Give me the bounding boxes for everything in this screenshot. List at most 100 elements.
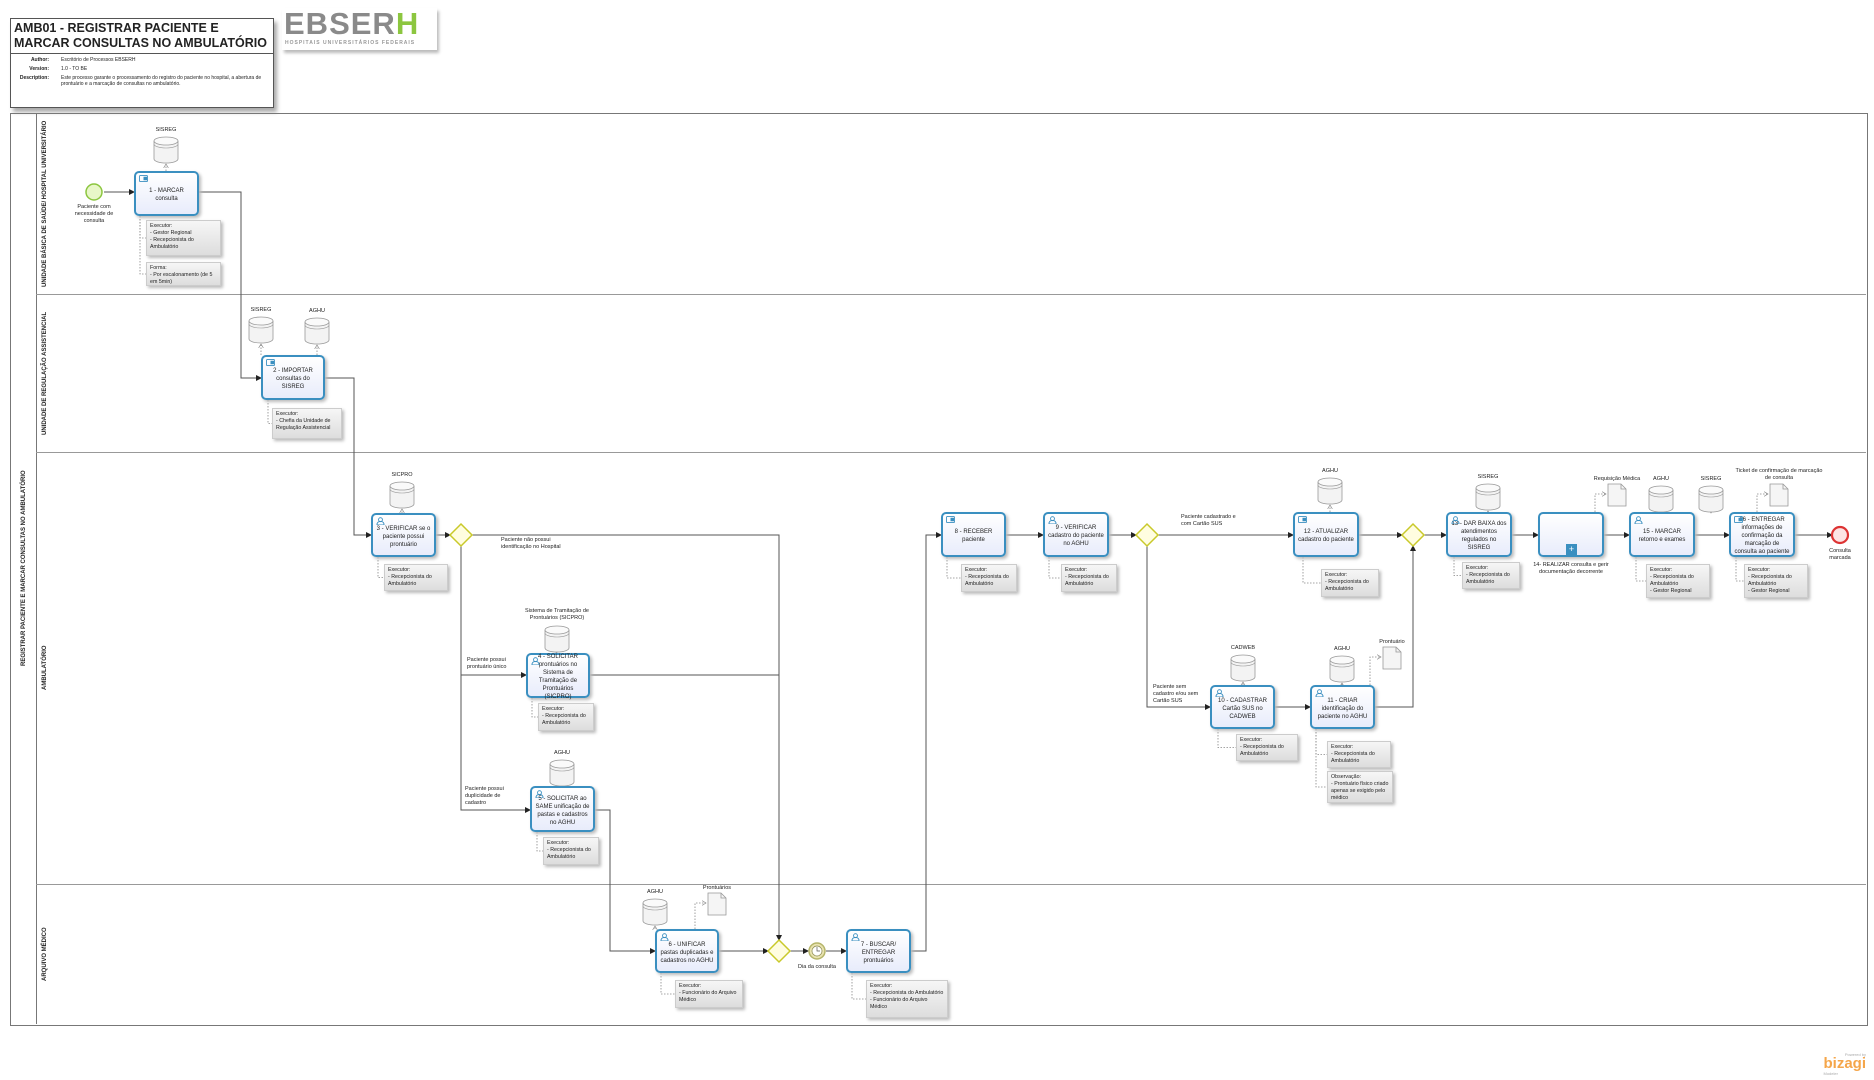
user-task-icon [660,933,669,942]
data-store-icon [1648,485,1674,513]
data-store-icon [1329,655,1355,683]
association [1735,557,1744,582]
service-task-icon [1734,516,1743,524]
user-task-icon [1634,516,1643,525]
task-16[interactable]: 16 - ENTREGAR informações de confirmação… [1729,512,1795,557]
text-annotation: Executor: - Recepcionista do Ambulatório… [866,980,948,1018]
text-annotation: Executor: - Recepcionista do Ambulatório [1236,734,1298,761]
subprocess-caption: 14- REALIZAR consulta e gerir documentaç… [1533,562,1609,575]
exclusive-gateway[interactable] [448,522,474,548]
description-value: Este processo garante o processamento do… [61,75,262,87]
flow-condition-label: Paciente cadastrado e com Cartão SUS [1181,514,1236,527]
text-annotation: Executor: - Recepcionista do Ambulatório [1061,564,1117,592]
data-store-icon [549,759,575,787]
artifact-label: SISREG [155,127,177,133]
task-3[interactable]: 3 - VERIFICAR se o paciente possui pront… [371,513,436,557]
end-event-label: Consulta marcada [1829,548,1851,561]
exclusive-gateway[interactable] [766,938,792,964]
lane-divider [36,884,1866,885]
association [946,557,961,579]
association [851,973,866,1000]
task-label: 4 - SOLICITAR prontuários no Sistema de … [538,654,578,700]
user-task-icon [1215,689,1224,698]
task-8[interactable]: 8 - RECEBER paciente [941,512,1006,557]
task-13[interactable]: 13 - DAR BAIXA dos atendimentos regulado… [1446,512,1512,557]
task-14[interactable]: + [1538,512,1604,557]
association [1594,494,1606,512]
service-task-icon [266,359,275,367]
text-annotation: Executor: - Funcionário do Arquivo Médic… [675,980,743,1008]
association [536,832,543,852]
text-annotation: Executor: - Recepcionista do Ambulatório [1327,741,1391,768]
author-label: Author: [30,57,49,63]
artifact-label: AGHU [1322,468,1338,474]
flow-condition-label: Paciente possui duplicidade de cadastro [465,786,504,806]
association [1635,557,1646,582]
flow [472,534,782,941]
task-label: 10 - CADASTRAR Cartão SUS no CADWEB [1217,697,1267,720]
start-event[interactable] [85,183,103,201]
user-task-icon [1048,516,1057,525]
logo-subtitle: HOSPITAIS UNIVERSITÁRIOS FEDERAIS [285,40,416,46]
task-11[interactable]: 11 - CRIAR identificação do paciente no … [1310,685,1375,729]
text-annotation: Executor: - Recepcionista do Ambulatório… [1744,564,1808,598]
task-label: 11 - CRIAR identificação do paciente no … [1317,697,1368,720]
lane-divider [36,452,1866,453]
task-2[interactable]: 2 - IMPORTAR consultas do SISREG [261,355,325,400]
description-label: Description: [19,75,49,81]
data-store-icon [642,898,668,926]
flow [325,377,372,538]
clock-hands-icon [816,947,820,952]
task-7[interactable]: 7 - BUSCAR/ ENTREGAR prontuários [846,929,911,973]
task-label: 15 - MARCAR retorno e exames [1638,529,1686,543]
association [660,973,675,995]
task-label: 6 - UNIFICAR pastas duplicadas e cadastr… [660,941,714,964]
flow [1375,545,1416,708]
exclusive-gateway[interactable] [1134,522,1160,548]
text-annotation: Executor: - Recepcionista do Ambulatório [384,564,448,591]
task-12[interactable]: 12 - ATUALIZAR cadastro do paciente [1293,512,1359,557]
text-annotation: Observação: - Prontuário físico criado a… [1327,771,1393,803]
artifact-label: Ticket de confirmação de marcação de con… [1735,468,1823,481]
task-label: 8 - RECEBER paciente [954,529,993,543]
artifact-label: AGHU [309,308,325,314]
bizagi-brand: bizagi [1823,1055,1866,1072]
text-annotation: Executor: - Chefia da Unidade de Regulaç… [272,408,342,439]
ebserh-logo: EBSERH HOSPITAIS UNIVERSITÁRIOS FEDERAIS [282,8,437,50]
task-10[interactable]: 10 - CADASTRAR Cartão SUS no CADWEB [1210,685,1275,729]
association [1302,557,1321,584]
task-label: 13 - DAR BAIXA dos atendimentos regulado… [1451,521,1507,551]
artifact-label: CADWEB [1230,645,1256,651]
document-icon [1607,483,1627,507]
task-9[interactable]: 9 - VERIFICAR cadastro do paciente no AG… [1043,512,1109,557]
version-value: 1.0 - TO BE [61,66,88,72]
bizagi-product: Modeler [1823,1071,1838,1076]
process-title: AMB01 - REGISTRAR PACIENTE E MARCAR CONS… [11,19,273,54]
data-store-icon [248,316,274,344]
user-task-icon [535,790,544,799]
task-5[interactable]: 5 - SOLICITAR ao SAME unificação de past… [530,786,595,832]
user-task-icon [1315,689,1324,698]
flow-condition-label: Paciente não possui identificação no Hos… [501,537,561,550]
document-icon [1382,646,1402,670]
association [139,216,146,275]
exclusive-gateway[interactable] [1400,522,1426,548]
association [531,698,538,718]
subprocess-plus-icon: + [1566,544,1577,555]
logo-accent: H [395,6,420,41]
task-4[interactable]: 4 - SOLICITAR prontuários no Sistema de … [526,653,590,700]
task-1[interactable]: 1 - MARCAR consulta [134,171,199,216]
flow [595,809,656,954]
data-store-icon [1475,483,1501,511]
text-annotation: Forma: - Por escalonamento (de 5 em 5min… [146,262,221,286]
start-event-label: Paciente com necessidade de consulta [74,204,114,224]
artifact-label: Prontuários [702,885,732,891]
text-annotation: Executor: - Recepcionista do Ambulatório [1321,569,1379,597]
service-task-icon [139,175,148,183]
text-annotation: Executor: - Recepcionista do Ambulatório [1462,562,1520,589]
task-15[interactable]: 15 - MARCAR retorno e exames [1629,512,1695,557]
end-event[interactable] [1830,525,1850,545]
data-store-icon [153,136,179,164]
task-6[interactable]: 6 - UNIFICAR pastas duplicadas e cadastr… [655,929,719,973]
